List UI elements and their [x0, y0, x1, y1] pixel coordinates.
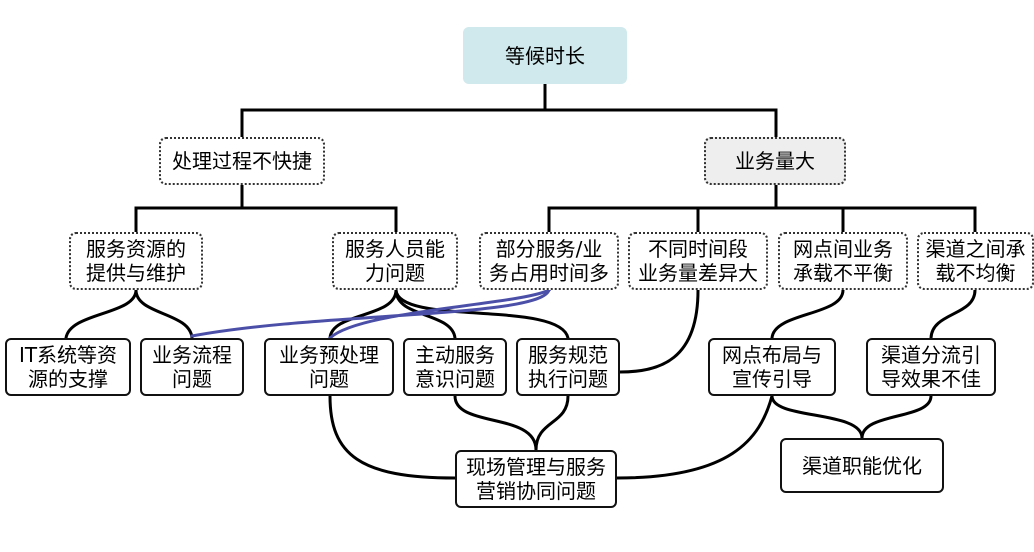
- cross-link-occupancy: [190, 287, 552, 341]
- connector-resources-to-it: [64, 288, 138, 340]
- connector-channel-to-diversion: [929, 288, 977, 340]
- connector-staff-to-norms: [394, 288, 570, 340]
- connector-proactive-to-site: [453, 394, 538, 452]
- node-high-volume: 业务量大: [704, 137, 846, 185]
- connector-variance-to-norms: [618, 288, 700, 374]
- node-time-variance: 不同时间段 业务量差异大: [628, 232, 768, 290]
- node-proactive-service: 主动服务 意识问题: [403, 338, 507, 396]
- node-channel-diversion: 渠道分流引 导效果不佳: [866, 338, 996, 396]
- connector-resources-to-flow: [134, 288, 194, 340]
- node-business-flow: 业务流程 问题: [140, 338, 244, 396]
- connector-staff-to-preprocessing: [328, 288, 398, 340]
- connector-diversion-to-optimization: [860, 394, 933, 440]
- node-service-staff: 服务人员能 力问题: [332, 232, 458, 290]
- connector-right-branch: [547, 183, 977, 234]
- connector-layout-to-site: [615, 394, 774, 480]
- node-slow-processing: 处理过程不快捷: [159, 137, 325, 185]
- node-service-norms: 服务规范 执行问题: [516, 338, 620, 396]
- connector-layout-to-optimization: [770, 394, 864, 440]
- node-preprocessing: 业务预处理 问题: [264, 338, 394, 396]
- connector-root-to-level1: [240, 82, 778, 139]
- node-channel-optimization: 渠道职能优化: [780, 438, 944, 493]
- connector-left-branch: [134, 183, 398, 234]
- node-channel-imbalance: 渠道之间承 载不均衡: [917, 232, 1034, 290]
- node-business-occupancy: 部分服务/业 务占用时间多: [479, 232, 619, 290]
- node-branch-imbalance: 网点间业务 承载不平衡: [778, 232, 908, 290]
- node-site-management: 现场管理与服务 营销协同问题: [455, 450, 617, 508]
- node-branch-layout: 网点布局与 宣传引导: [708, 338, 836, 396]
- connector-branch-to-layout: [770, 288, 845, 340]
- node-service-resources: 服务资源的 提供与维护: [69, 232, 203, 290]
- connector-preprocessing-to-site: [328, 394, 457, 480]
- node-it-support: IT系统等资 源的支撑: [5, 338, 131, 396]
- root-node: 等候时长: [463, 27, 627, 84]
- connector-norms-to-site: [534, 394, 570, 452]
